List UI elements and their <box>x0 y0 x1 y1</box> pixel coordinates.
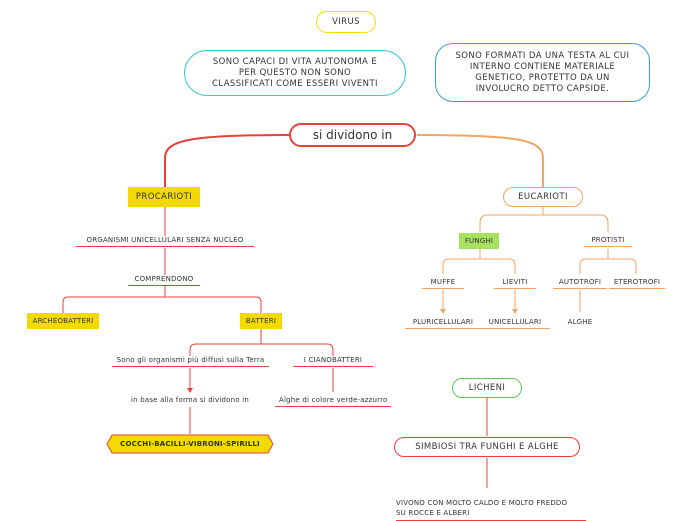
cianobatteri-description[interactable]: Alghe di colore verde-azzurro <box>275 396 391 407</box>
simbiosi-node[interactable]: SIMBIOSI TRA FUNGHI E ALGHE <box>394 437 580 457</box>
muffe-node[interactable]: MUFFE <box>422 278 464 289</box>
batteri-shape-note[interactable]: in base alla forma si dividono in <box>131 396 249 404</box>
alghe-node[interactable]: ALGHE <box>567 318 593 326</box>
batteri-diffusion-note[interactable]: Sono gli organismi più diffusi sulla Ter… <box>112 356 269 367</box>
comprendono-label[interactable]: COMPRENDONO <box>128 275 200 286</box>
pluricellulari-node[interactable]: PLURICELLULARI <box>405 318 481 329</box>
protisti-node[interactable]: PROTISTI <box>584 236 632 247</box>
virus-autonomy-note[interactable]: SONO CAPACI DI VITA AUTONOMA E PER QUEST… <box>184 50 406 96</box>
cianobatteri-node[interactable]: I CIANOBATTERI <box>293 356 373 367</box>
archeobatteri-node[interactable]: ARCHEOBATTERI <box>27 313 99 329</box>
bacteria-shapes-node[interactable]: COCCHI-BACILLI-VIBRONI-SPIRILLI <box>120 440 260 448</box>
virus-node[interactable]: VIRUS <box>316 11 376 33</box>
shapes-hexagon <box>106 434 274 454</box>
batteri-node[interactable]: BATTERI <box>240 313 282 329</box>
central-node[interactable]: si dividono in <box>289 123 416 147</box>
procarioti-description[interactable]: ORGANISMI UNICELLULARI SENZA NUCLEO <box>76 236 254 247</box>
eucarioti-node[interactable]: EUCARIOTI <box>503 187 583 207</box>
unicellulari-node[interactable]: UNICELLULARI <box>480 318 550 329</box>
licheni-habitat-note[interactable]: VIVONO CON MOLTO CALDO E MOLTO FREDDO SU… <box>396 488 586 521</box>
eterotrofi-node[interactable]: ETEROTROFI <box>609 278 665 289</box>
procarioti-node[interactable]: PROCARIOTI <box>128 187 200 207</box>
autotrofi-node[interactable]: AUTOTROFI <box>553 278 607 289</box>
lieviti-node[interactable]: LIEVITI <box>494 278 536 289</box>
virus-structure-note[interactable]: SONO FORMATI DA UNA TESTA AL CUI INTERNO… <box>435 43 650 102</box>
funghi-node[interactable]: FUNGHI <box>459 233 499 249</box>
licheni-node[interactable]: LICHENI <box>452 378 522 398</box>
